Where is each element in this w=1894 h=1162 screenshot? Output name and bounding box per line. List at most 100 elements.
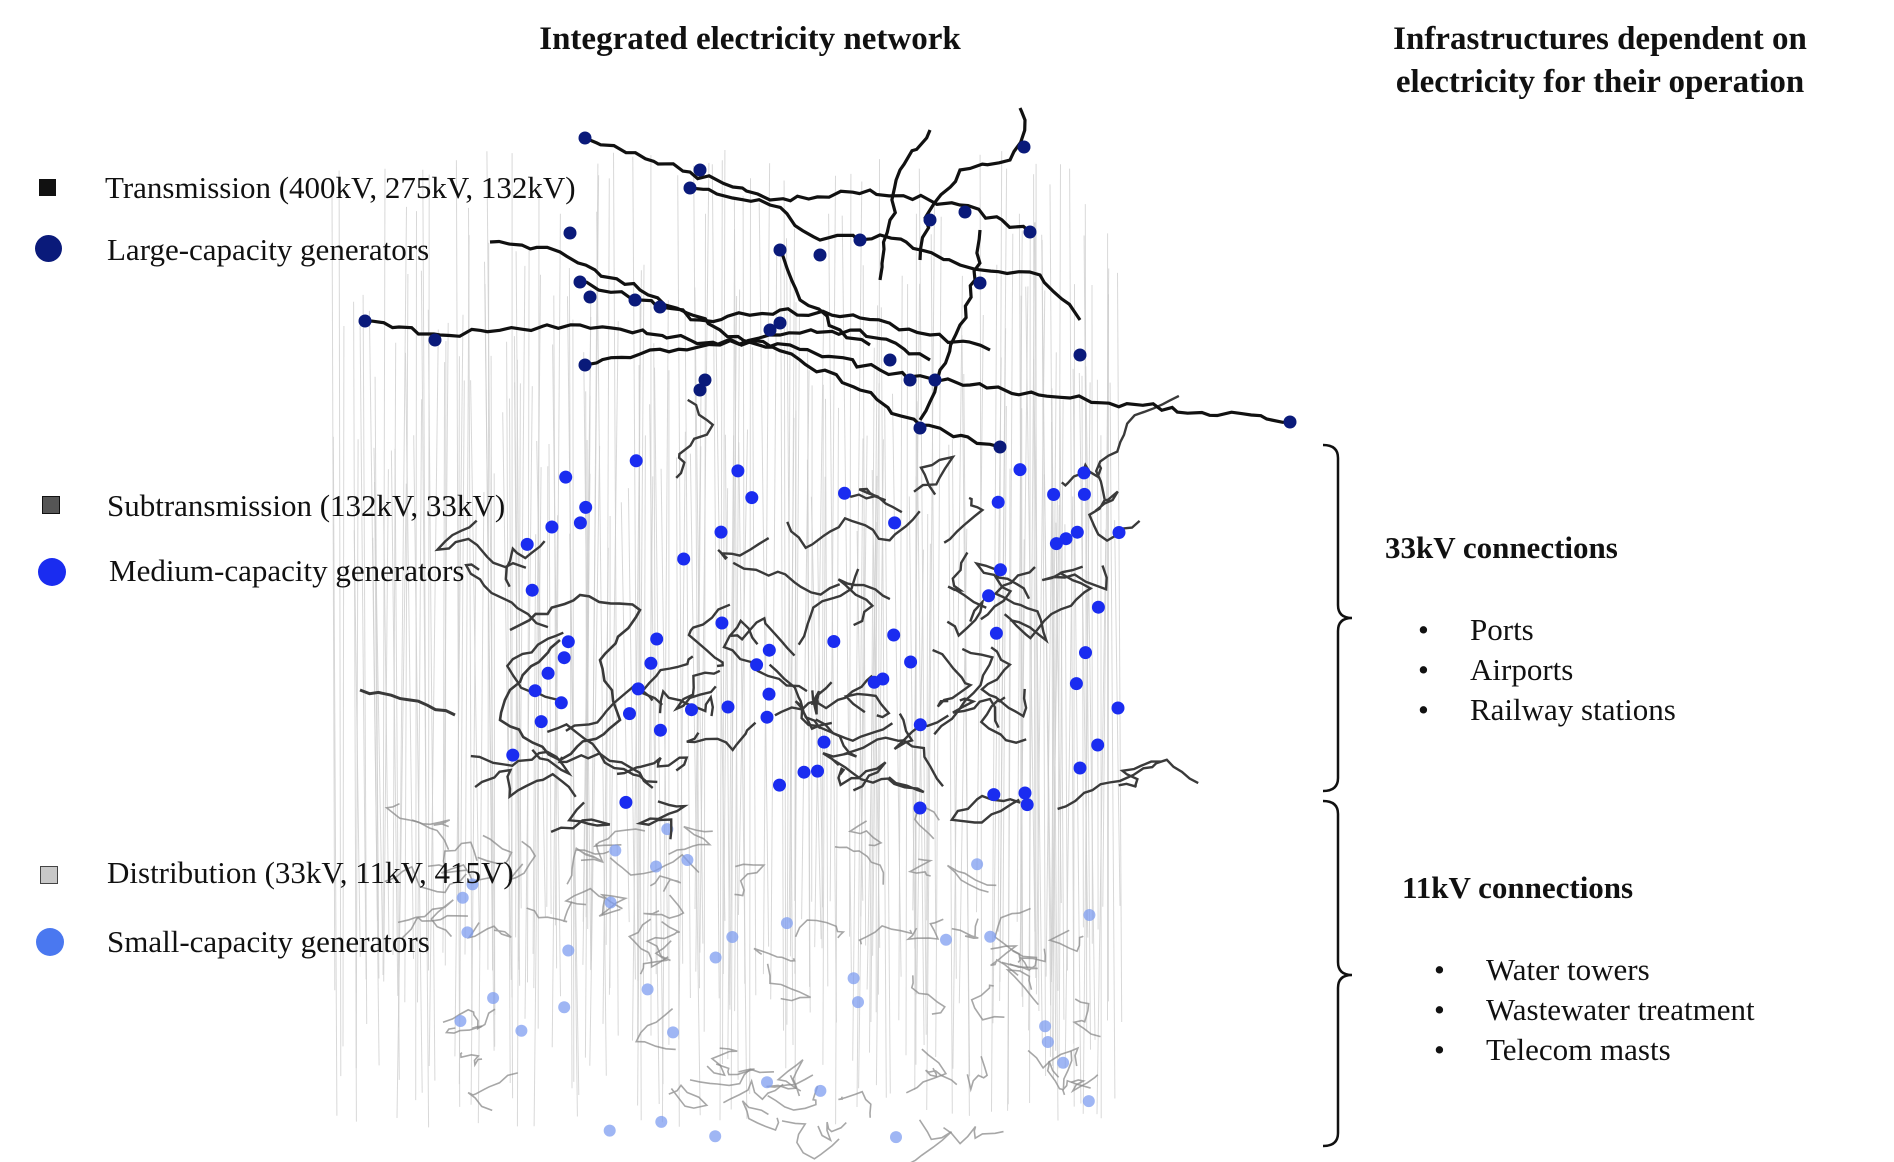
drop-line [390,450,399,996]
drop-line [677,175,684,964]
distribution-line [966,1056,989,1093]
distribution-line [905,918,944,941]
subtransmission-line [840,487,903,514]
distribution-line [838,1090,872,1118]
distribution-line [668,825,713,856]
large-generator-node [928,373,942,387]
drop-line [405,352,414,959]
list-item-label: Telecom masts [1486,1032,1671,1067]
medium-generator-node [579,500,593,514]
distribution-layer [384,802,1101,1162]
subtransmission-line [837,761,887,792]
legend-label: Small-capacity generators [107,924,430,959]
small-generator-node [454,1015,467,1027]
small-generator-node [761,1076,773,1089]
medium-generator-node [1047,488,1061,501]
large-generator-node [1283,415,1297,429]
medium-generator-node [993,563,1007,577]
distribution-line [467,922,512,939]
distribution-line [723,1078,784,1104]
drop-line [916,549,924,995]
drop-line [1073,284,1075,1044]
subtransmission-line [1057,758,1199,811]
dependent-infrastructure-heading: Infrastructures dependent on electricity… [1393,21,1807,100]
drop-line [1058,399,1064,1069]
voltage-brackets [1322,443,1353,1148]
drop-line [342,325,345,1047]
distribution-line [467,1072,518,1112]
distribution-line [634,1007,676,1051]
drop-line [1043,474,1052,976]
medium-generator-node [573,516,587,530]
drop-line [642,435,646,986]
medium-generator-node [1020,798,1034,812]
drop-line [810,496,822,940]
drop-line [678,431,686,1040]
small-generator-node [667,1026,679,1039]
distribution-line [741,1100,780,1132]
distribution-line [946,864,997,893]
distribution-line [384,802,450,850]
distribution-line [905,1048,948,1094]
drop-line [1002,405,1007,944]
drop-line [374,481,380,979]
drop-line [948,444,953,1114]
list-item-label: Airports [1470,652,1574,687]
distribution-line [645,920,680,962]
large-generator-node [903,373,917,387]
distribution-line [706,1047,738,1077]
distribution-line [507,840,537,881]
drop-line [632,270,642,1041]
drop-line [1055,522,1062,904]
drop-line [506,341,511,1084]
small-generator-node [1082,1095,1095,1108]
drop-line [398,206,407,1028]
drop-line [413,435,423,1093]
distribution-line [776,1059,804,1097]
subtransmission-line [546,723,658,784]
medium-generator-node [1111,701,1125,715]
drop-line [835,407,839,1125]
subtransmission-line [616,756,689,776]
small-generator-node [655,1115,668,1128]
small-generator-node [558,1001,571,1014]
large-generator-node [428,333,442,347]
subtransmission-line [359,688,456,717]
drop-line [1109,382,1116,1099]
drop-line [509,398,514,1099]
distribution-line [858,924,913,945]
subtransmission-line [768,663,833,731]
transmission-line [364,319,1291,424]
drop-line [1072,368,1082,1104]
drop-line [484,261,495,1051]
transmission-line [878,129,932,281]
subtransmission-line [797,568,860,646]
small-generator-node [515,1024,528,1037]
large-generator-node [773,316,787,330]
drop-line [493,473,496,1047]
medium-generator-node [731,464,745,478]
medium-generator-node [644,656,658,670]
subtransmission-line [474,768,577,800]
drop-line [470,497,477,1105]
medium-generator-node [1077,487,1091,501]
small-generator-node [847,972,860,985]
drop-line [524,386,533,1019]
large-generator-node [1073,348,1087,362]
large-generator-node [883,353,897,367]
distribution-line [767,1085,819,1111]
drop-line [684,316,691,999]
medium-generator-node [760,710,774,724]
medium-generator-node [619,795,633,809]
drop-line [1059,393,1065,1020]
distribution-line [847,820,883,847]
subtransmission-line [947,551,987,609]
small-generator-node [609,844,622,857]
small-generator-node [461,926,474,939]
small-generator-node [1039,1020,1052,1033]
small-generator-node [641,983,654,996]
small-generator-node [709,951,722,964]
drop-line [734,289,741,1012]
medium-generator-node [629,454,643,468]
subtransmission-line [635,800,689,840]
